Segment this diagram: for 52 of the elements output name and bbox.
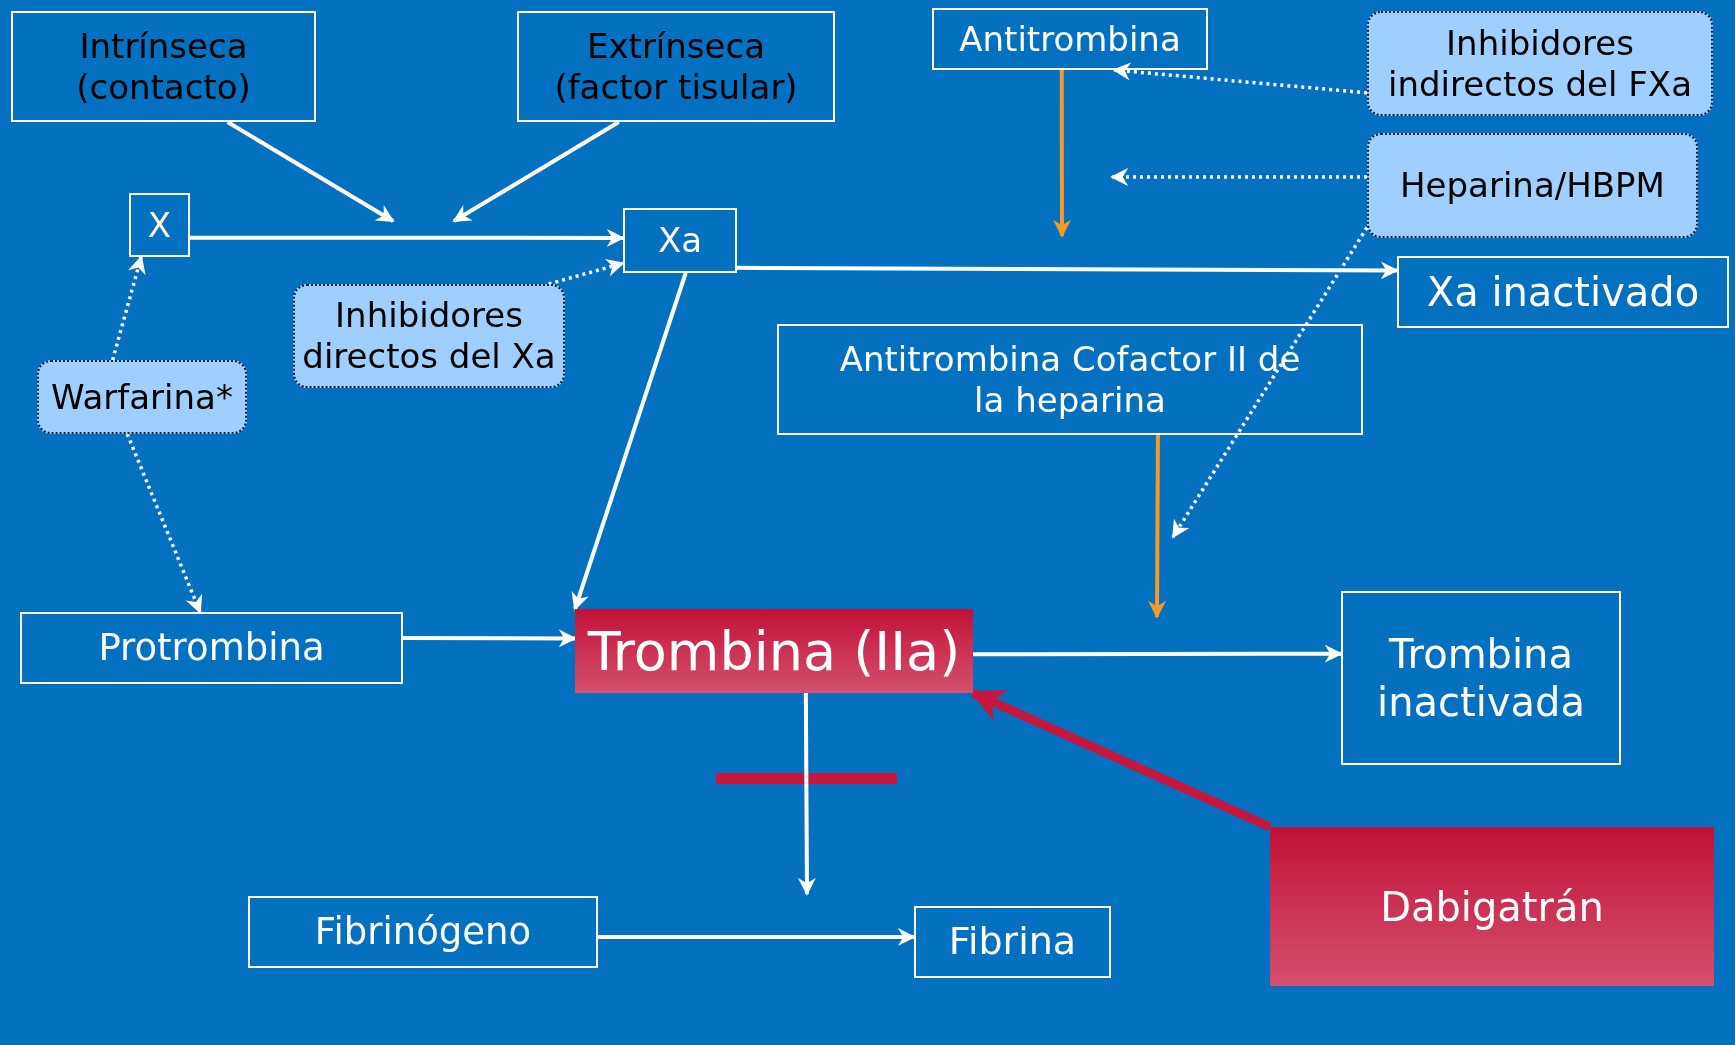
arrow — [1052, 70, 1071, 238]
pathway-box — [517, 11, 835, 122]
node-label: Fibrina — [948, 919, 1077, 965]
highlight-box — [1270, 827, 1714, 986]
node-label: Protrombina — [98, 625, 325, 671]
arrow — [969, 688, 1272, 832]
node-label: Intrínseca (contacto) — [75, 25, 252, 108]
node-label: Inhibidores indirectos del FXa — [1387, 22, 1693, 105]
highlight-box — [575, 609, 973, 693]
node-label: Extrínseca (factor tisular) — [553, 25, 799, 108]
factor-box — [1397, 256, 1729, 328]
drug-box — [1367, 11, 1713, 116]
factor-box — [129, 193, 190, 257]
node-label: Dabigatrán — [1380, 883, 1604, 930]
arrow — [190, 228, 625, 247]
factor-box — [932, 8, 1208, 70]
factor-box — [914, 906, 1111, 978]
factor-box — [1341, 591, 1621, 765]
node-label: Antitrombina — [959, 18, 1181, 60]
node-label: Xa inactivado — [1426, 268, 1700, 316]
pathway-box — [11, 11, 316, 122]
dotted-arrow — [110, 255, 146, 361]
node-label: Heparina/HBPM — [1400, 165, 1665, 206]
node-label: Fibrinógeno — [314, 909, 532, 955]
arrow — [737, 261, 1399, 280]
node-label: Trombina inactivada — [1376, 630, 1586, 726]
arrow — [571, 272, 688, 611]
factor-box — [248, 896, 598, 968]
dotted-arrow — [1110, 168, 1367, 186]
arrow — [973, 644, 1343, 663]
node-label: Xa — [657, 220, 703, 261]
node-label: Warfarina* — [51, 376, 233, 418]
node-label: X — [147, 204, 172, 246]
drug-box — [37, 360, 247, 434]
dotted-arrow — [548, 258, 625, 286]
factor-box — [623, 208, 737, 273]
arrow — [452, 120, 620, 223]
factor-box — [777, 324, 1363, 435]
node-label: Antitrombina Cofactor II de la heparina — [838, 338, 1302, 421]
dotted-arrow — [1171, 226, 1369, 539]
factor-box — [20, 612, 403, 684]
node-label: Trombina (IIa) — [587, 619, 961, 683]
dotted-arrow — [1112, 62, 1368, 95]
dotted-arrow — [125, 433, 203, 614]
arrow — [598, 927, 916, 946]
arrow — [797, 693, 816, 896]
arrow — [1148, 435, 1167, 619]
drug-box — [293, 284, 565, 388]
drug-box — [1367, 133, 1698, 238]
arrow — [403, 629, 577, 648]
arrow — [226, 120, 395, 223]
node-label: Inhibidores directos del Xa — [301, 295, 557, 377]
